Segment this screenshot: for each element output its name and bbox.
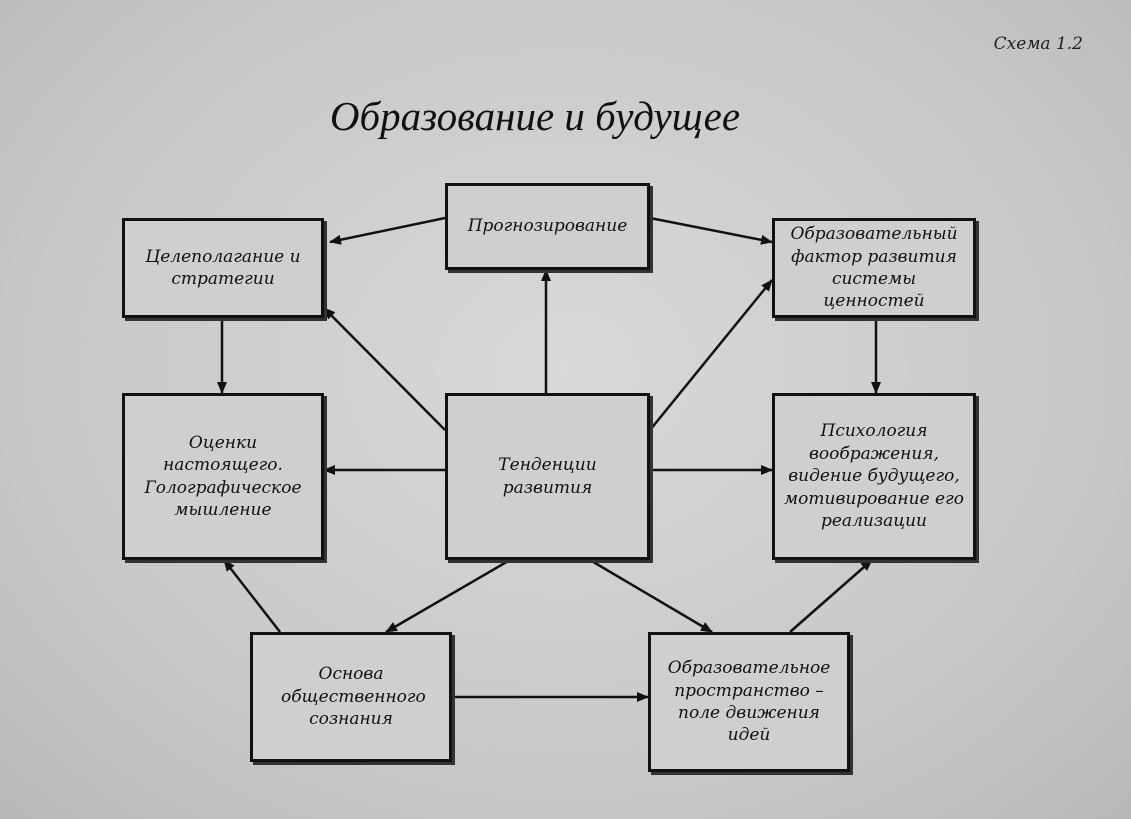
scheme-caption: Схема 1.2	[993, 34, 1083, 54]
node-present-assessment: Оценки настоящего. Голографическое мышле…	[122, 393, 324, 560]
arrow-trends-to-goal	[323, 307, 446, 431]
arrow-trends-to-consciousness	[385, 558, 511, 634]
arrow-consciousness-to-present	[223, 559, 281, 633]
node-forecasting: Прогнозирование	[445, 183, 650, 270]
arrow-trends-to-values	[649, 279, 773, 431]
node-goal-setting: Целеполагание и стратегии	[122, 218, 324, 318]
arrow-forecast-to-values	[649, 216, 773, 245]
arrow-trends-to-space	[589, 558, 713, 634]
node-social-consciousness: Основа общественного сознания	[250, 632, 452, 762]
node-psychology: Психология воображения, видение будущего…	[772, 393, 976, 560]
node-educational-space: Образовательное пространство – поле движ…	[648, 632, 850, 772]
node-values: Образовательный фактор развития системы …	[772, 218, 976, 318]
node-trends: Тенденции развития	[445, 393, 650, 560]
arrow-forecast-to-goal	[329, 216, 446, 245]
diagram-title: Образование и будущее	[329, 93, 741, 139]
arrow-space-to-psychology	[789, 559, 873, 633]
